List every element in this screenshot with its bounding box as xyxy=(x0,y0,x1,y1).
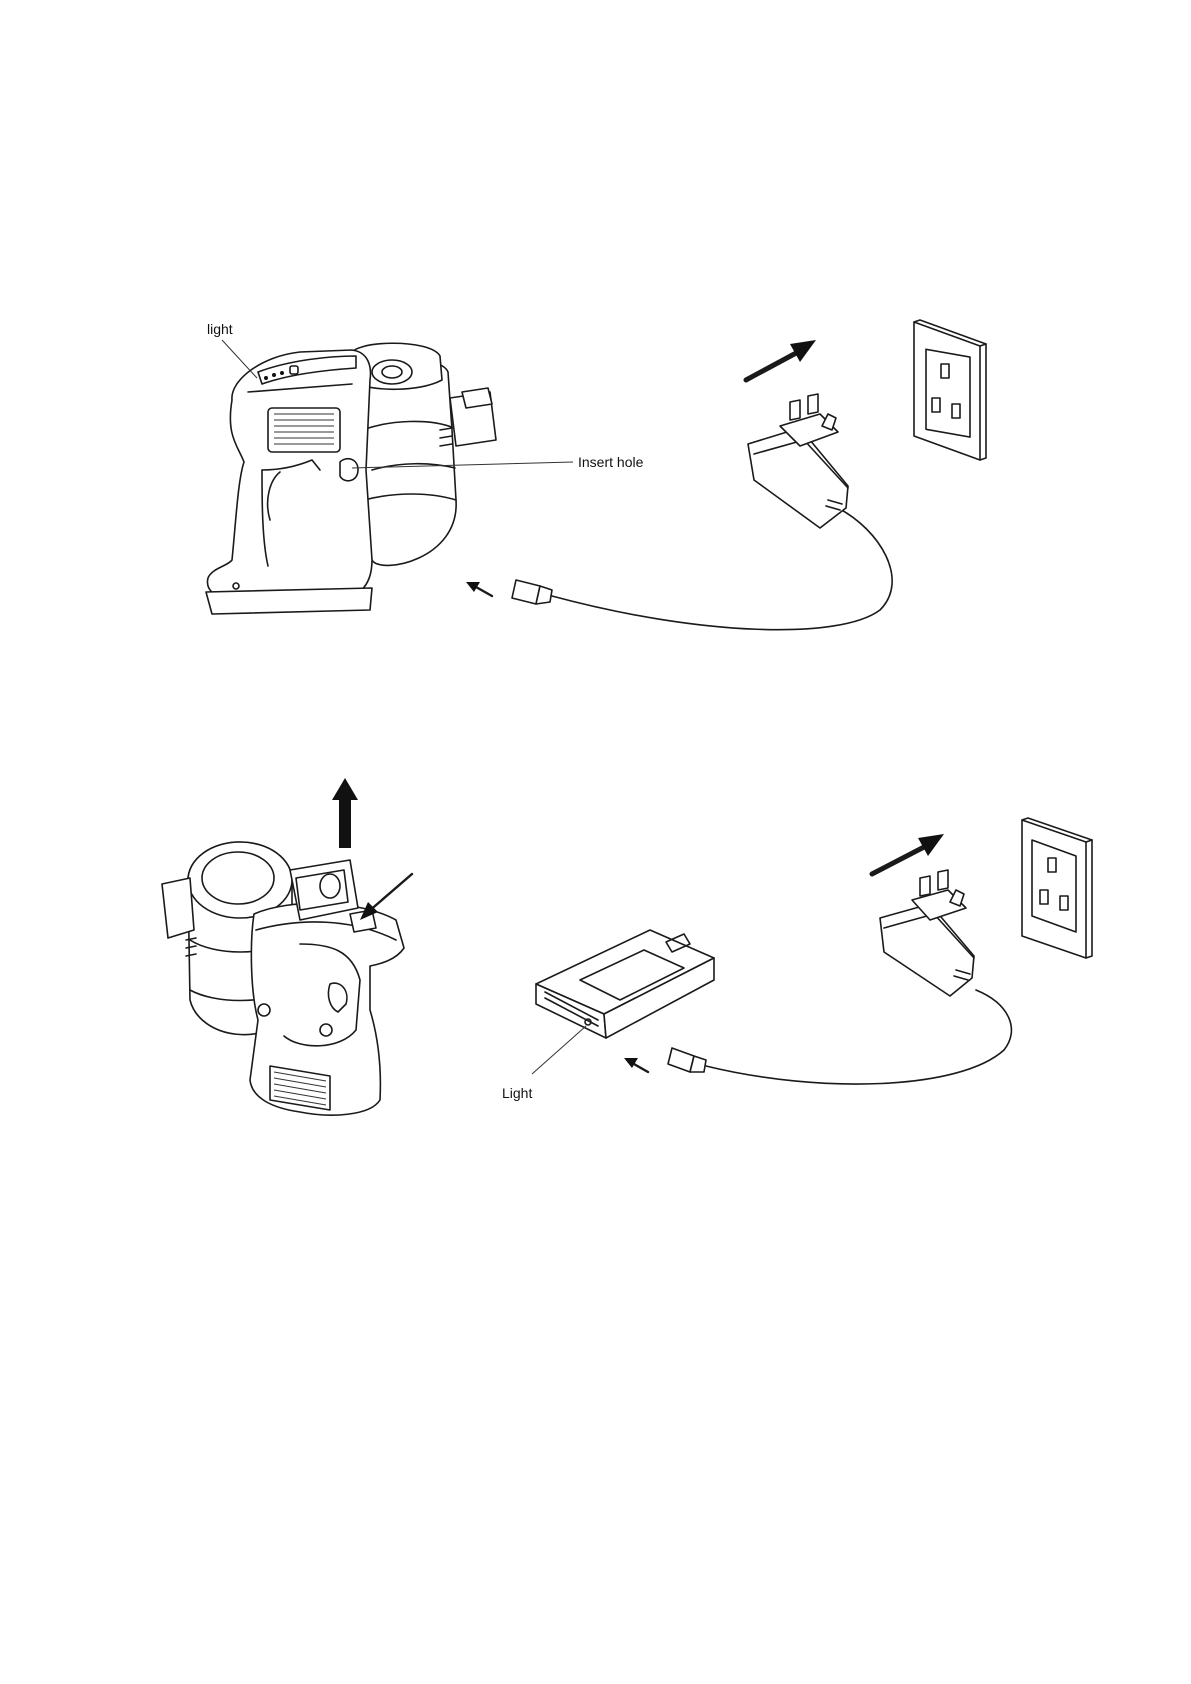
direction-arrow-icon xyxy=(466,582,492,596)
direction-arrow-icon xyxy=(872,834,944,874)
direction-arrow-icon xyxy=(624,1058,648,1072)
leader-line-light-bottom xyxy=(532,1026,586,1074)
direction-arrow-icon xyxy=(360,874,412,920)
vacuum-handheld-icon xyxy=(206,343,496,614)
label-light-bottom: Light xyxy=(502,1085,532,1101)
leader-line-light-top xyxy=(222,340,257,378)
charger-adapter-icon xyxy=(748,394,848,528)
wall-socket-icon xyxy=(1022,818,1092,958)
dc-plug-icon xyxy=(512,508,892,630)
battery-pack-icon xyxy=(536,930,714,1038)
direction-arrow-icon xyxy=(746,340,816,380)
label-insert-hole: Insert hole xyxy=(578,454,644,470)
figure-bottom: Light xyxy=(162,778,1092,1115)
vacuum-handheld-icon xyxy=(162,842,404,1115)
charger-adapter-icon xyxy=(880,870,974,996)
direction-arrow-icon xyxy=(332,778,358,848)
dc-plug-icon xyxy=(668,990,1011,1084)
figure-top: light Insert hole xyxy=(206,320,986,630)
wall-socket-icon xyxy=(914,320,986,460)
label-light-top: light xyxy=(207,321,233,337)
